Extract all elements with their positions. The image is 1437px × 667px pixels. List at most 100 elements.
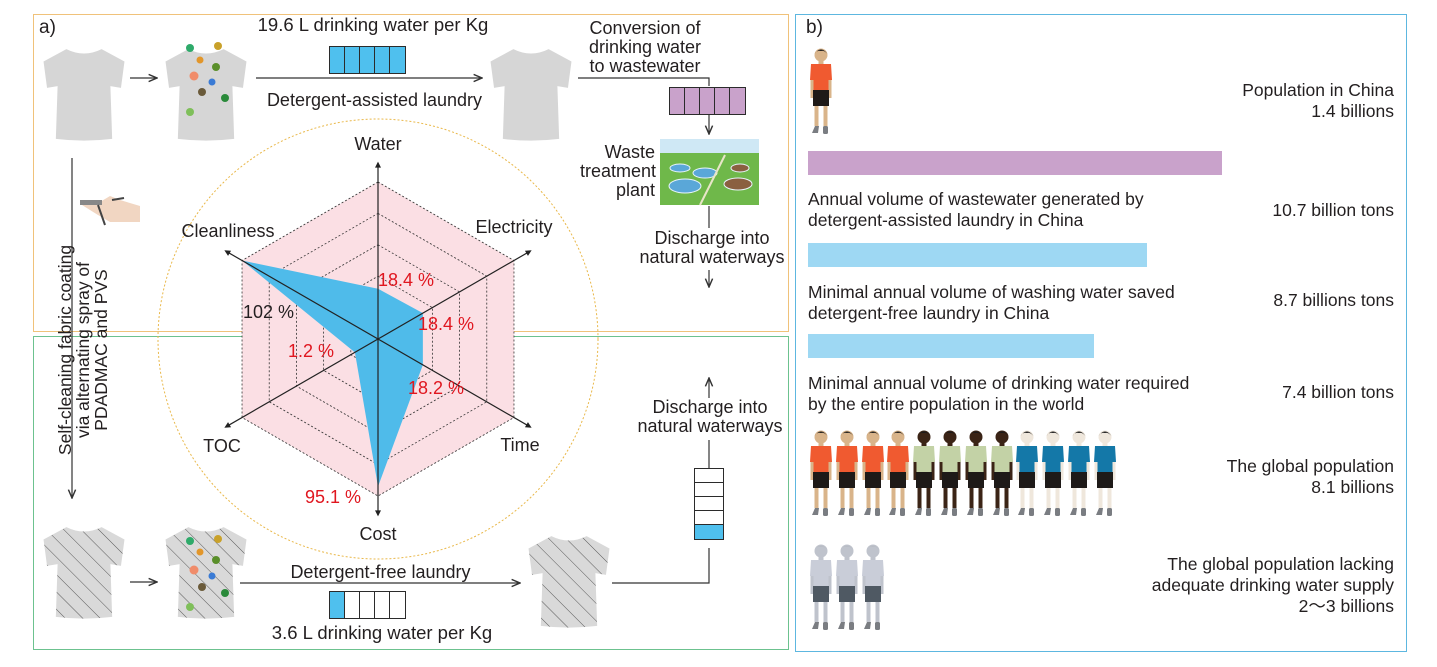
water-cell xyxy=(695,469,723,483)
volume-label-line: Annual volume of wastewater generated by xyxy=(808,189,1144,209)
volume-label-line: detergent-assisted laundry in China xyxy=(808,210,1084,230)
used-shirt-icon xyxy=(490,49,572,141)
top-process-label: Detergent-assisted laundry xyxy=(266,90,483,110)
panel-a-label: a) xyxy=(39,17,56,38)
plant-line: Waste xyxy=(604,142,655,162)
radar-axis-arrowhead xyxy=(524,422,532,428)
person-icon xyxy=(835,544,858,630)
radar-axis-label: Cost xyxy=(359,524,396,544)
water-cell xyxy=(700,88,715,114)
waste-treatment-plant-image xyxy=(660,139,759,206)
volume-label-line: Minimal annual volume of washing water s… xyxy=(808,282,1175,302)
volume-bar xyxy=(808,334,1094,358)
water-cell xyxy=(695,497,723,511)
person-icon xyxy=(835,430,858,516)
population-label: Population in China xyxy=(1050,80,1394,101)
water-cell xyxy=(375,47,390,73)
coated-shirt-icon xyxy=(43,527,125,619)
radar-value-label: 1.2 % xyxy=(288,341,334,361)
population-value-line: 2～3 billions xyxy=(1298,596,1394,616)
coated-washed-shirt-icon xyxy=(528,536,610,628)
volume-label-line: by the entire population in the world xyxy=(808,394,1085,414)
water-cell xyxy=(390,47,405,73)
radar-value-label: 18.2 % xyxy=(408,378,464,398)
water-cell xyxy=(685,88,700,114)
water-cell xyxy=(695,525,723,539)
radar-axis-arrowhead xyxy=(224,422,232,428)
radar-axis-arrowhead xyxy=(524,250,532,256)
top-discharge-label: Discharge into natural waterways xyxy=(638,229,786,267)
top-water-label: 19.6 L drinking water per Kg xyxy=(257,14,489,35)
coated-stained-shirt-icon xyxy=(165,527,247,619)
person-icon xyxy=(861,430,884,516)
population-value: 2～3 billions xyxy=(1150,596,1394,617)
person-icon xyxy=(939,430,961,516)
radar-axis-label: TOC xyxy=(203,436,241,456)
radar-value-label: 95.1 % xyxy=(305,487,361,507)
radar-axis-arrowhead xyxy=(224,250,232,256)
person-icon xyxy=(810,544,832,630)
conversion-label: Conversion of drinking water to wastewat… xyxy=(585,19,705,76)
person-icon xyxy=(990,430,1013,516)
person-icon xyxy=(810,48,832,134)
person-icon xyxy=(810,430,832,516)
water-cell xyxy=(360,47,375,73)
coating-line: Self-cleaning fabric coating xyxy=(55,244,75,456)
water-cell xyxy=(360,592,375,618)
clean-shirt-icon xyxy=(43,49,125,141)
discharge-line: Discharge into xyxy=(654,228,770,248)
population-label-line: The global population lacking xyxy=(1167,554,1394,574)
discharge-line: natural waterways xyxy=(639,247,785,267)
person-icon xyxy=(1068,430,1090,516)
plant-line: treatment xyxy=(580,161,657,181)
radar-chart: WaterElectricityTimeCostTOCCleanliness18… xyxy=(181,134,552,544)
population-value: 8.1 billions xyxy=(1150,477,1394,498)
water-cell xyxy=(330,592,345,618)
person-icon xyxy=(1042,430,1065,516)
radar-axis-label: Time xyxy=(500,435,539,455)
bottom-process-label: Detergent-free laundry xyxy=(290,562,471,582)
plant-line: plant xyxy=(615,180,655,200)
connector xyxy=(578,77,710,86)
discharge-cells xyxy=(694,468,724,540)
radar-axis-arrowhead xyxy=(375,510,381,517)
volume-label: Annual volume of wastewater generated by… xyxy=(808,189,1208,231)
stained-shirt-icon xyxy=(165,42,247,141)
conversion-line: Conversion of xyxy=(589,18,701,38)
population-label-line: Population in China xyxy=(1242,80,1394,100)
coating-line: PDADMAC and PVS xyxy=(91,269,111,431)
panel-b-frame xyxy=(795,14,1407,652)
population-value: 1.4 billions xyxy=(1150,101,1394,122)
conversion-line: to wastewater xyxy=(589,56,701,76)
population-label-line: The global population xyxy=(1226,456,1394,476)
bottom-water-label: 3.6 L drinking water per Kg xyxy=(271,622,493,643)
radar-axis-label: Electricity xyxy=(475,217,552,237)
discharge-line: Discharge into xyxy=(652,397,768,417)
person-icon xyxy=(861,544,884,630)
water-cell xyxy=(695,511,723,525)
coating-label: Self-cleaning fabric coating via alterna… xyxy=(55,225,111,475)
conversion-line: drinking water xyxy=(588,37,702,57)
radar-axis-label: Cleanliness xyxy=(181,221,274,241)
volume-value: 10.7 billion tons xyxy=(1180,200,1394,221)
radar-axis-line xyxy=(225,250,531,428)
volume-bar xyxy=(808,151,1222,175)
population-value-line: 8.1 billions xyxy=(1311,477,1394,497)
volume-value: 7.4 billion tons xyxy=(1180,382,1394,403)
panel-b-label: b) xyxy=(806,17,823,38)
radar-value-label: 102 % xyxy=(243,302,294,322)
radar-value-label: 18.4 % xyxy=(378,270,434,290)
bottom-water-cells xyxy=(329,591,406,619)
water-cell xyxy=(345,592,360,618)
water-cell xyxy=(695,483,723,497)
volume-value-line: 7.4 billion tons xyxy=(1282,382,1394,402)
water-cell xyxy=(345,47,360,73)
person-icon xyxy=(1016,430,1039,516)
water-cell xyxy=(375,592,390,618)
coating-line: via alternating spray of xyxy=(73,261,93,439)
population-label-line: adequate drinking water supply xyxy=(1151,575,1394,595)
wastewater-cells xyxy=(669,87,746,115)
bottom-discharge-label: Discharge into natural waterways xyxy=(636,398,784,436)
water-cell xyxy=(670,88,685,114)
